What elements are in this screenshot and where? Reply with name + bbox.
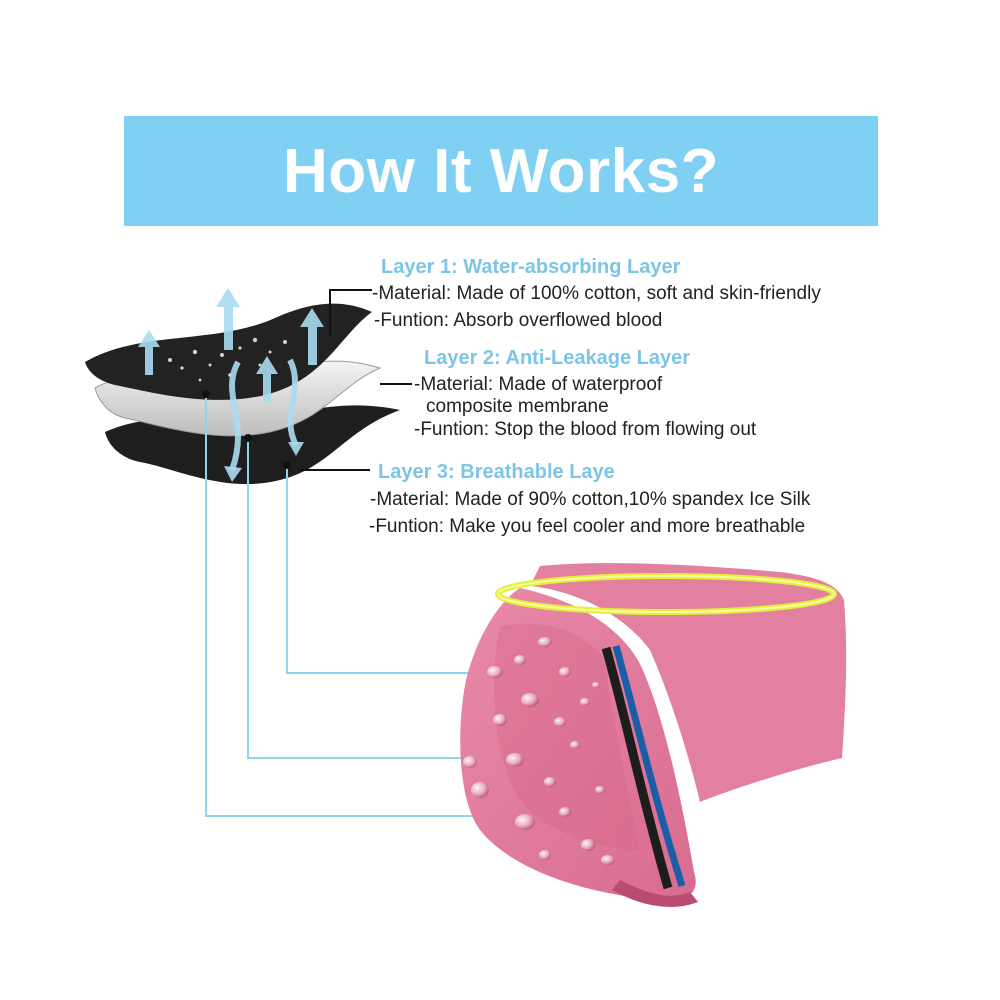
layer-1-function: -Funtion: Absorb overflowed blood <box>374 310 663 331</box>
layer-1-material: -Material: Made of 100% cotton, soft and… <box>372 283 821 304</box>
fabric-layer-3 <box>105 405 400 485</box>
water-droplet-icon <box>463 637 615 865</box>
waistband-ring <box>495 573 837 615</box>
layer-1-heading: Layer 1: Water-absorbing Layer <box>381 256 681 278</box>
layer-3-function: -Funtion: Make you feel cooler and more … <box>369 516 806 537</box>
layer-2-function: -Funtion: Stop the blood from flowing ou… <box>414 419 757 440</box>
upward-arrow-icon <box>138 288 324 402</box>
layer-3-material: -Material: Made of 90% cotton,10% spande… <box>370 489 811 510</box>
layer-2-material-cont: composite membrane <box>426 396 609 417</box>
wave-arrow-right <box>287 358 299 447</box>
banner-title: How It Works? <box>283 136 719 206</box>
fabric-layer-2 <box>94 360 382 437</box>
garment-illustration <box>460 563 847 907</box>
title-banner: How It Works? <box>124 116 878 226</box>
layer-2-material: -Material: Made of waterproof <box>414 374 663 395</box>
layer-1-pointer <box>329 289 372 336</box>
layer-2-heading: Layer 2: Anti-Leakage Layer <box>424 347 691 369</box>
layer-3-heading: Layer 3: Breathable Laye <box>378 461 615 483</box>
wave-arrow-left <box>229 360 241 472</box>
water-droplet-icon <box>168 337 287 382</box>
connector-lines <box>205 394 652 817</box>
fabric-layer-1 <box>85 303 372 400</box>
connector-dots <box>202 390 656 820</box>
